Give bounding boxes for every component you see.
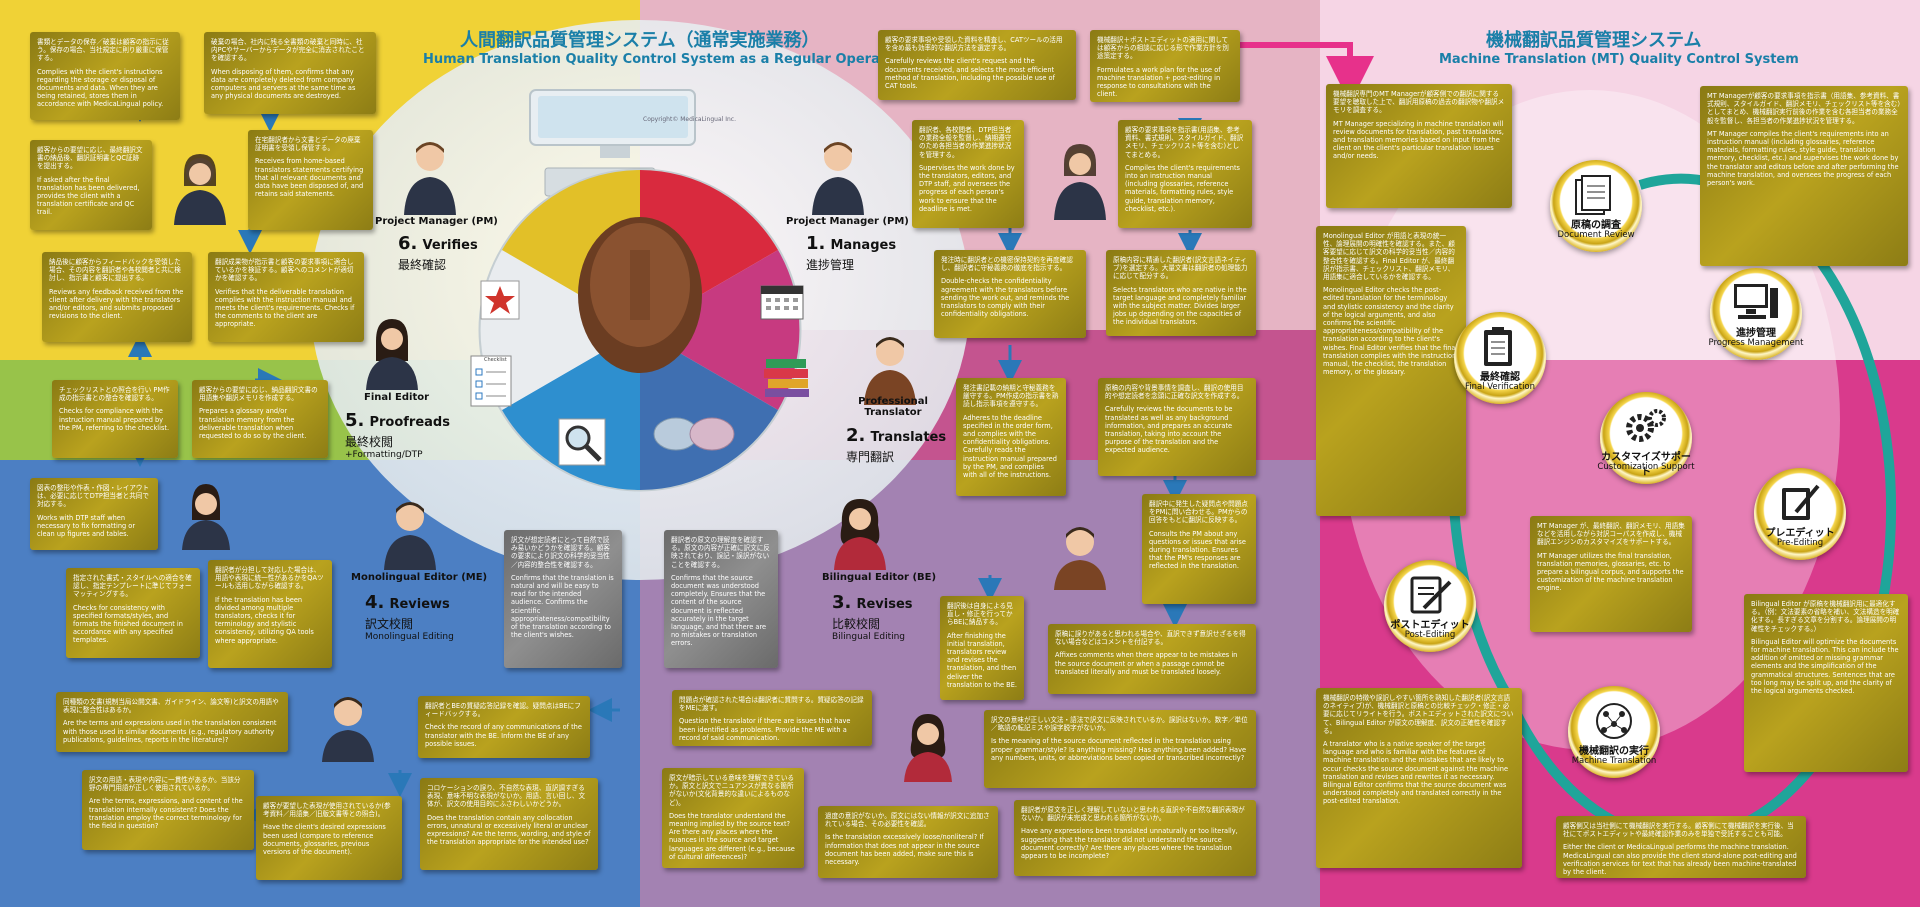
human-box-22: 翻訳者が原文を正しく理解していないと思われる直訳や不自然な翻訳表現がないか。翻訳… xyxy=(1014,800,1256,876)
clipboard-icon xyxy=(1484,327,1512,366)
translator-label: Professional Translator xyxy=(858,396,928,418)
human-box-5: 納品後に顧客からフィードバックを受領した場合、その内容を翻訳者や各校閲者と共に検… xyxy=(42,252,192,342)
network-brain-icon xyxy=(1596,703,1632,739)
bilingual-editor-label: Bilingual Editor (BE) xyxy=(822,572,937,583)
human-box-9: 図表の整形や作表・作図・レイアウトは、必要に応じてDTP担当者と共同で対応する。… xyxy=(30,478,158,550)
human-box-7: チェックリストとの照合を行い PM作成の指示書との整合を確認する。Checks … xyxy=(52,380,178,458)
human-box-14: 同種類の文書(規制当局公開文書、ガイドライン、論文等)と訳文の用語や表現に整合性… xyxy=(56,692,288,752)
edit-note-icon xyxy=(1782,484,1820,520)
human-box-1: 書類とデータの保存／破棄は顧客の指示に従う。保存の場合、当社規定に則り厳重に保管… xyxy=(30,32,180,120)
human-box-27: 発注書記載の納期と守秘義務を厳守する。PM作成の指示書を熟読し指示事項を遵守する… xyxy=(956,378,1066,496)
right-mid-man-icon xyxy=(1054,527,1106,590)
documents-icon xyxy=(1575,175,1611,215)
human-box-21: 過度の意訳がないか。原文にはない情報が訳文に追加されている場合、その必要性を確認… xyxy=(818,806,998,878)
pm-right-person-icon xyxy=(812,142,864,215)
human-box-26: 翻訳中に発生した疑問点や問題点をPMに問い合わせる。PMからの回答をもとに翻訳に… xyxy=(1142,494,1256,604)
human-box-25: 原稿に誤りがあると思われる場合や、直訳できず意訳せざるを得ない場合などはコメント… xyxy=(1048,624,1256,694)
bilingual-editor-person-icon xyxy=(834,499,886,570)
human-box-31: 翻訳者、各校閲者、DTP担当者の業務全般を監督し、納期遵守のため各担当者の作業進… xyxy=(912,120,1024,228)
human-box-13: 翻訳者の原文の理解度を確認する。原文の内容が正確に訳文に反映されており、誤記・誤… xyxy=(664,530,778,668)
mt-box-document-review: 機械翻訳専門のMT Managerが顧客側での翻訳に関する要望を聴取した上で、翻… xyxy=(1326,84,1512,208)
computer-icon xyxy=(1734,284,1778,319)
left-mid-woman-icon xyxy=(182,484,230,550)
monolingual-editor-label: Monolingual Editor (ME) xyxy=(351,572,488,583)
human-box-10: 指定された書式・スタイルへの適合を確認し、指定テンプレートに準じてフォーマッティ… xyxy=(66,568,200,658)
human-box-20: 原文が暗示している意味を理解できているか。原文と訳文でニュアンスが異なる箇所がな… xyxy=(662,768,804,868)
monolingual-editor-person-icon xyxy=(384,502,436,570)
mt-box-customization-support: MT Manager が、最終翻訳、翻訳メモリ、用語集などを活用しながら対訳コー… xyxy=(1530,516,1692,632)
right-bottom-woman-icon xyxy=(904,714,952,782)
human-box-12: 訳文が想定読者にとって自然で読み易いかどうかを確認する。顧客の要求により訳文の科… xyxy=(504,530,622,668)
translator-person-icon xyxy=(864,337,916,405)
magnifier-icon xyxy=(558,418,606,466)
final-editor-person-icon xyxy=(366,319,418,390)
left-title-en: Human Translation Quality Control System… xyxy=(423,52,909,67)
right-title-en: Machine Translation (MT) Quality Control… xyxy=(1439,52,1799,67)
human-box-19: 問題点が確認された場合は翻訳者に質問する。質疑応答の記録をMEに渡す。Quest… xyxy=(672,690,872,746)
books-icon xyxy=(764,359,809,397)
human-box-17: 顧客が要望した表現が使用されているか(参考資料／用語集／旧版文書等との照合)。H… xyxy=(256,796,402,880)
human-box-23: 訳文の意味が正しい文法・語法で訳文に反映されているか。誤訳はないか。数字／単位／… xyxy=(984,710,1256,788)
human-box-11: 翻訳者が分担して対応した場合は、用語や表現に統一性があるかをQAツールも活用しな… xyxy=(208,560,332,668)
human-box-33: 顧客の要求事項や受領した資料を精査し、CATツールの活用を含め最も効率的な翻訳方… xyxy=(878,30,1076,100)
speech-bubbles-icon xyxy=(653,417,735,451)
pm-left-label: Project Manager (PM) xyxy=(375,216,498,227)
calendar-icon xyxy=(760,285,804,320)
monitor-copyright: Copyright© MedicaLingual Inc. xyxy=(643,116,736,123)
human-box-8: 顧客からの要望に応じ、納品翻訳文書の用語集や翻訳メモリを作成する。Prepare… xyxy=(192,380,328,458)
mt-box-post-editing: 機械翻訳の特徴や誤訳しやすい箇所を熟知した翻訳者(訳文言語のネイティブ)が、機械… xyxy=(1316,688,1522,868)
right-top-woman-icon xyxy=(1054,144,1106,220)
human-box-16: 訳文の用語・表現や内容に一貫性があるか。当該分野の専門用語が正しく使用されている… xyxy=(82,770,254,850)
human-box-29: 発注時に翻訳者との機密保持契約を再度確認し、翻訳者に守秘義務の徹底を指示する。D… xyxy=(934,250,1086,338)
left-top-woman-icon xyxy=(174,154,226,225)
gears-icon xyxy=(1626,409,1666,442)
checklist-label: Checklist xyxy=(484,357,507,363)
left-title-jp: 人間翻訳品質管理システム（通常実施業務） xyxy=(460,30,820,51)
human-box-30: 原稿内容に精通した翻訳者(訳文言語ネイティブ)を選定する。大量文書は翻訳者の処理… xyxy=(1106,250,1256,336)
mt-box-pre-editing: Bilingual Editor が原稿を機械翻訳用に最適化する。（例：文法要素… xyxy=(1744,594,1908,772)
checklist-icon xyxy=(470,355,512,407)
human-box-28: 原稿の内容や背景事情を調査し、翻訳の使用目的や想定読者を念頭に正確な訳文を作成す… xyxy=(1098,378,1256,476)
human-box-6: 翻訳成果物が指示書と顧客の要求事項に適合しているかを検証する。顧客へのコメントが… xyxy=(208,252,364,342)
pm-left-person-icon xyxy=(404,142,456,215)
human-box-4: 在宅翻訳者から文書とデータの廃棄証明書を受領し保管する。Receives fro… xyxy=(248,130,373,230)
human-box-24: 翻訳後は自身による見直し・修正を行ってからBEに納品する。After finis… xyxy=(940,596,1024,700)
left-bottom-man-icon xyxy=(322,697,374,762)
human-box-15: 翻訳者とBEの質疑応答記録を確認。疑問点はBEにフィードバックする。Check … xyxy=(418,696,590,758)
star-award-icon xyxy=(480,280,520,320)
human-box-3: 顧客からの要望に応じ、最終翻訳文書の納品後、翻訳証明書とQC証跡を提出する。If… xyxy=(30,140,152,230)
mt-box-machine-translation: 顧客側又は当社側にて機械翻訳を実行する。顧客側にて機械翻訳を実行後、当社にてポス… xyxy=(1556,816,1806,878)
pm-right-label: Project Manager (PM) xyxy=(786,216,909,227)
final-editor-label: Final Editor xyxy=(364,392,430,403)
pen-checklist-icon xyxy=(1410,576,1452,614)
human-box-2: 破棄の場合、社内に残る全書類の破棄と同時に、社内PCやサーバーからデータが完全に… xyxy=(204,32,376,114)
human-box-32: 顧客の要求事項を指示書(用語集、参考資料、書式規則、スタイルガイド、翻訳メモリ、… xyxy=(1118,120,1252,228)
human-box-34: 機械翻訳＋ポストエディットの適用に関しては顧客からの相談に応じる形で作業方針を別… xyxy=(1090,30,1240,102)
mt-box-final-verification: Monolingual Editor が用語と表現の統一性、論理展開の明確性を確… xyxy=(1316,226,1466,516)
mt-box-progress-management: MT Managerが顧客の要求事項を指示書（用語集、参考資料、書式規則、スタイ… xyxy=(1700,86,1908,266)
human-box-18: コロケーションの誤り、不自然な表現、直訳調すぎる表現、意味不明な表現がないか。用… xyxy=(420,778,598,870)
right-title-jp: 機械翻訳品質管理システム xyxy=(1486,30,1702,51)
